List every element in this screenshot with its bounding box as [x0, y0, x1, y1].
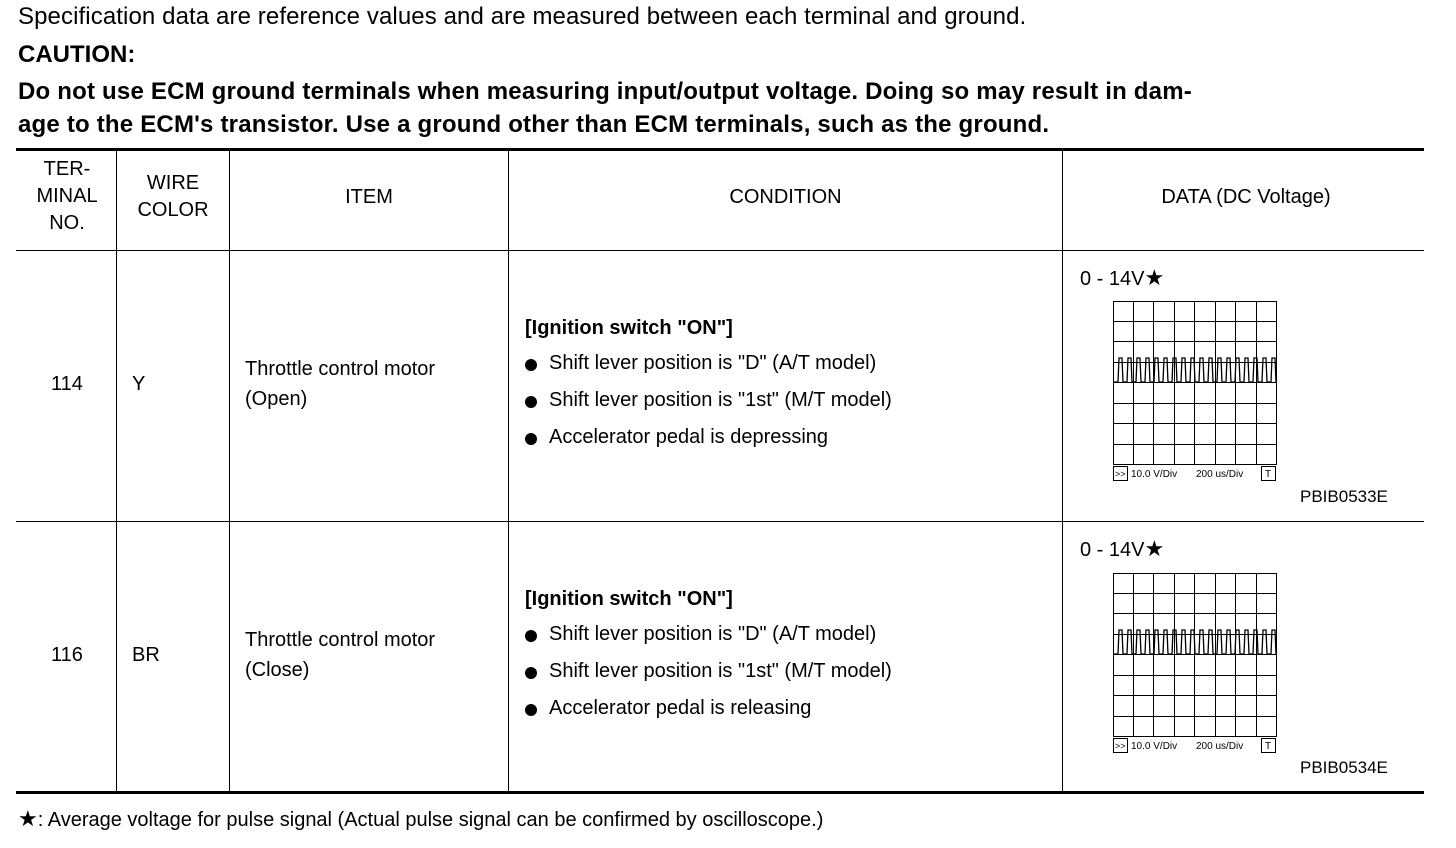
scope-mode-box [1261, 738, 1276, 753]
row1-condition-item: Shift lever position is "D" (A/T model) [525, 345, 892, 382]
scope-mode-box [1261, 466, 1276, 481]
table-row-divider [16, 521, 1424, 522]
caution-line-1: Do not use ECM ground terminals when mea… [18, 78, 1192, 105]
header-terminal-line1: TER- [43, 158, 91, 180]
row2-condition-title: [Ignition switch "ON"] [525, 588, 733, 610]
header-wire-line1: WIRE [146, 172, 200, 194]
star-icon: ★ [1144, 536, 1165, 561]
row1-condition-text-1: Shift lever position is "D" (A/T model) [549, 352, 877, 374]
row2-item-line1: Throttle control motor [245, 629, 436, 651]
star-icon: ★ [1144, 265, 1165, 290]
row1-condition: [Ignition switch "ON"] Shift lever posit… [525, 312, 892, 456]
scope-time: 200 us/Div [1196, 741, 1243, 752]
column-divider-2 [229, 150, 230, 792]
row2-condition: [Ignition switch "ON"] Shift lever posit… [525, 583, 892, 727]
header-item: ITEM [345, 186, 393, 208]
scope-scale: 10.0 V/Div [1131, 741, 1177, 752]
header-wire-color: WIRE COLOR [117, 170, 229, 224]
row2-wire-color: BR [132, 644, 160, 666]
footnote: ★: Average voltage for pulse signal (Act… [18, 806, 823, 832]
scope-arrow-box [1113, 738, 1128, 753]
row2-condition-item: Shift lever position is "1st" (M/T model… [525, 653, 892, 690]
row1-figure-code: PBIB0533E [1300, 487, 1388, 506]
bullet-icon [525, 359, 537, 371]
scope-arrow: >> [1115, 469, 1126, 479]
bullet-icon [525, 433, 537, 445]
row2-data-value: 0 - 14V★ [1080, 536, 1164, 562]
column-divider-4 [1062, 150, 1063, 792]
intro-text: Specification data are reference values … [18, 3, 1027, 30]
header-condition: CONDITION [729, 186, 842, 208]
column-divider-1 [116, 150, 117, 792]
scope-pulse-trace [1114, 357, 1277, 383]
row2-voltage: 0 - 14V [1080, 539, 1145, 561]
header-terminal-line2: MINAL [36, 185, 98, 207]
row1-condition-text-3: Accelerator pedal is depressing [549, 426, 829, 448]
row2-condition-item: Accelerator pedal is releasing [525, 690, 892, 727]
row1-condition-item: Accelerator pedal is depressing [525, 419, 892, 456]
row1-condition-title: [Ignition switch "ON"] [525, 317, 733, 339]
table-bottom-rule [16, 791, 1424, 794]
caution-text: Do not use ECM ground terminals when mea… [18, 75, 1438, 141]
row1-condition-text-2: Shift lever position is "1st" (M/T model… [549, 389, 892, 411]
row2-condition-item: Shift lever position is "D" (A/T model) [525, 616, 892, 653]
row1-item: Throttle control motor (Open) [245, 354, 435, 414]
row2-condition-text-3: Accelerator pedal is releasing [549, 697, 812, 719]
row2-condition-text-2: Shift lever position is "1st" (M/T model… [549, 660, 892, 682]
scope-grid [1113, 573, 1277, 737]
header-terminal-line3: NO. [49, 212, 85, 234]
scope-time: 200 us/Div [1196, 469, 1243, 480]
star-icon: ★ [18, 806, 38, 831]
header-wire-line2: COLOR [137, 199, 209, 221]
table-top-rule [16, 148, 1424, 151]
column-divider-3 [508, 150, 509, 792]
scope-mode: T [1265, 741, 1271, 752]
scope-grid [1113, 301, 1277, 465]
row1-terminal: 114 [51, 373, 83, 395]
header-terminal-no: TER- MINAL NO. [18, 156, 116, 237]
header-data: DATA (DC Voltage) [1161, 186, 1331, 208]
bullet-icon [525, 630, 537, 642]
row2-terminal: 116 [51, 644, 83, 666]
caution-title: CAUTION: [18, 41, 136, 68]
bullet-icon [525, 667, 537, 679]
bullet-icon [525, 396, 537, 408]
scope-arrow: >> [1115, 741, 1126, 751]
row1-condition-item: Shift lever position is "1st" (M/T model… [525, 382, 892, 419]
scope-arrow-box [1113, 466, 1128, 481]
scope-scale: 10.0 V/Div [1131, 469, 1177, 480]
oscilloscope-waveform-open: >> 10.0 V/Div 200 us/Div T [1113, 301, 1277, 481]
footnote-text: : Average voltage for pulse signal (Actu… [37, 809, 824, 831]
row1-item-line1: Throttle control motor [245, 358, 436, 380]
row1-voltage: 0 - 14V [1080, 268, 1145, 290]
table-header-rule [16, 250, 1424, 251]
row2-condition-text-1: Shift lever position is "D" (A/T model) [549, 623, 877, 645]
row2-item-line2: (Close) [245, 659, 310, 681]
row1-wire-color: Y [132, 373, 146, 395]
row2-item: Throttle control motor (Close) [245, 625, 435, 685]
row1-data-value: 0 - 14V★ [1080, 265, 1164, 291]
caution-line-2: age to the ECM's transistor. Use a groun… [18, 111, 1050, 138]
row1-item-line2: (Open) [245, 388, 308, 410]
oscilloscope-waveform-close: >> 10.0 V/Div 200 us/Div T [1113, 573, 1277, 753]
row2-figure-code: PBIB0534E [1300, 758, 1388, 777]
scope-pulse-trace [1114, 629, 1277, 655]
scope-mode: T [1265, 469, 1271, 480]
bullet-icon [525, 704, 537, 716]
